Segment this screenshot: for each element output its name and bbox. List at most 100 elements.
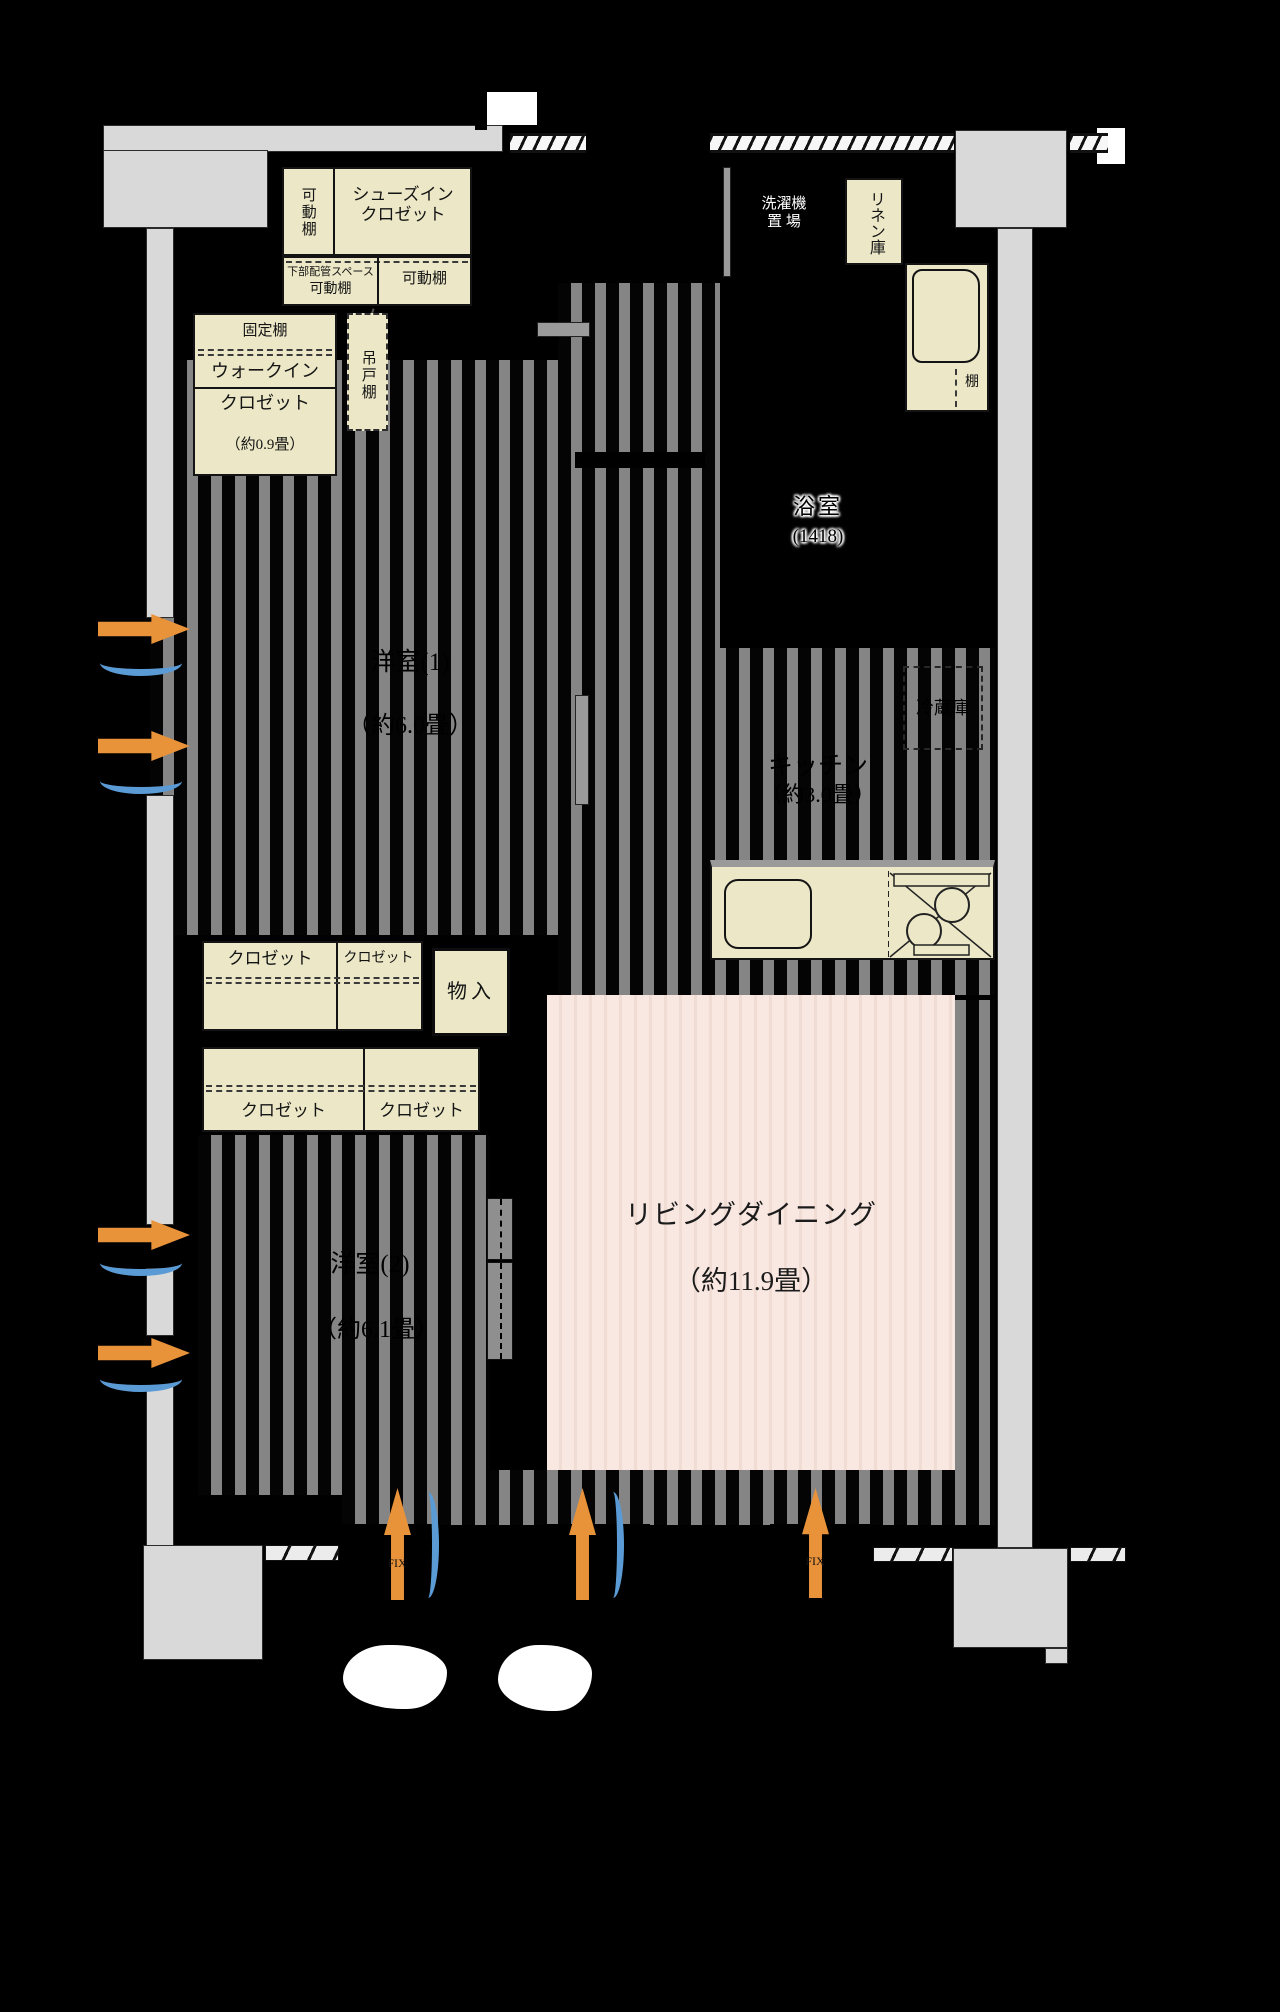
floor-living-dining bbox=[547, 995, 955, 1470]
hatched-wall bbox=[710, 133, 954, 153]
closet-shelf-dash bbox=[206, 977, 419, 984]
floor-bedroom2 bbox=[198, 1135, 490, 1495]
window-sill-line bbox=[545, 1534, 650, 1539]
pipe-space-label: 下部配管スペース 可動棚 bbox=[284, 265, 377, 300]
kitchen-label: キッチン bbox=[767, 753, 868, 780]
storage-label: 物入 bbox=[447, 981, 495, 1003]
fridge-label: 冷蔵庫 bbox=[916, 698, 970, 718]
linen-storage-label: リネン庫 bbox=[866, 191, 884, 255]
storage-box: 物入 bbox=[432, 948, 510, 1036]
window-sill-line bbox=[545, 1524, 650, 1529]
laundry-place-label: 洗濯機 置 場 bbox=[746, 196, 822, 231]
balcony-wall-foot bbox=[1045, 1648, 1068, 1664]
hanging-cupboard-box: 吊戸棚 bbox=[347, 313, 388, 431]
closet-row-upper: クロゼット クロゼット bbox=[202, 941, 423, 1031]
shoe-in-closet-label-line1: シューズイン bbox=[352, 185, 454, 204]
closet-label: クロゼット bbox=[379, 1101, 464, 1120]
fix-window-label: FIX bbox=[387, 1556, 407, 1570]
window-swing-blue-icon bbox=[100, 1366, 182, 1392]
fixed-shelf-dash bbox=[198, 349, 332, 356]
pipe-space-line1: 下部配管スペース bbox=[287, 266, 374, 278]
outer-wall-top-right-block bbox=[955, 130, 1067, 228]
living-dining-label: リビングダイニング bbox=[625, 1200, 877, 1230]
balcony-wall-bottom-right bbox=[953, 1548, 1068, 1648]
laundry-line1: 洗濯機 bbox=[761, 196, 807, 212]
kitchen-size-label: （約3.0畳） bbox=[760, 782, 876, 807]
fix-window-label: FIX bbox=[805, 1554, 825, 1568]
bedroom1-size-label: （約6.0畳） bbox=[347, 713, 473, 739]
fixed-shelf-label: 固定棚 bbox=[242, 323, 288, 339]
floor-hallway bbox=[558, 283, 720, 653]
kitchen-door-bar bbox=[575, 695, 589, 805]
wic-line bbox=[195, 387, 335, 389]
outer-wall-right-column bbox=[997, 228, 1033, 1548]
outer-wall-top-left-block bbox=[103, 150, 268, 228]
outer-wall-left-2 bbox=[146, 795, 174, 1225]
hanging-cupboard-label: 吊戸棚 bbox=[359, 349, 376, 401]
window-swing-blue-icon bbox=[417, 1492, 439, 1598]
balcony-object bbox=[343, 1645, 447, 1709]
sliding-door-lower bbox=[487, 1262, 513, 1360]
floor-window-strip bbox=[342, 1470, 960, 1525]
shoe-in-closet-box: 可動棚 シューズイン クロゼット bbox=[282, 167, 472, 256]
balcony-partition-board bbox=[1070, 1547, 1126, 1562]
bath-shelf-dash bbox=[955, 369, 957, 407]
wic-name-line2: クロゼット bbox=[220, 393, 310, 413]
window-swing-blue-icon bbox=[100, 768, 182, 794]
outer-wall-left-4 bbox=[146, 1386, 174, 1546]
outer-wall-left-3 bbox=[146, 1268, 174, 1336]
washroom-threshold bbox=[575, 452, 705, 468]
closet-shelf-dash bbox=[206, 1085, 476, 1092]
outer-wall-top-left-band bbox=[103, 125, 503, 152]
bath-shelf-label: 棚 bbox=[965, 375, 979, 390]
kitchen-counter bbox=[710, 860, 995, 960]
balcony-object bbox=[498, 1645, 592, 1711]
living-dining-size-label: （約11.9畳） bbox=[673, 1266, 829, 1296]
window-swing-blue-icon bbox=[100, 650, 182, 676]
balcony-partition-board bbox=[265, 1545, 339, 1561]
window-swing-blue-icon bbox=[100, 1250, 182, 1276]
closet-label: クロゼット bbox=[241, 1101, 326, 1120]
bath-wall-bar bbox=[723, 167, 731, 277]
closet-row-lower: クロゼット クロゼット bbox=[202, 1047, 480, 1132]
lower-box-divider bbox=[377, 258, 379, 304]
window-marker-orange-icon bbox=[98, 1220, 190, 1250]
bedroom2-label: 洋室(2) bbox=[330, 1251, 410, 1278]
bathroom-size-label: (1418) bbox=[792, 526, 844, 547]
shoe-in-closet-label-line2: クロゼット bbox=[360, 205, 446, 225]
wic-size-label: （約0.9畳） bbox=[225, 437, 305, 453]
bathtub-icon bbox=[912, 269, 980, 363]
entry-porch bbox=[487, 92, 537, 125]
outer-wall-left-1 bbox=[146, 228, 174, 618]
hatched-wall bbox=[510, 133, 586, 153]
window-marker-orange-icon bbox=[98, 1338, 190, 1368]
kitchen-sink-icon bbox=[724, 879, 812, 949]
hatched-wall bbox=[1070, 133, 1108, 153]
bathroom-label: 浴室 bbox=[792, 494, 843, 519]
shoe-closet-divider bbox=[333, 169, 335, 254]
bedroom1-label: 洋室(1) bbox=[370, 649, 450, 676]
walk-in-closet-box: 固定棚 ウォークイン クロゼット （約0.9畳） bbox=[193, 313, 337, 476]
window-swing-blue-icon bbox=[602, 1492, 624, 1598]
hall-door-bar bbox=[537, 322, 590, 337]
bedroom2-size-label: （約6.1畳） bbox=[313, 1317, 439, 1343]
linen-storage-box: リネン庫 bbox=[845, 178, 903, 265]
closet-label: クロゼット bbox=[343, 951, 414, 966]
closet-divider bbox=[363, 1049, 365, 1130]
movable-shelf-label: 可動棚 bbox=[401, 271, 447, 287]
balcony-partition-board bbox=[873, 1547, 953, 1562]
closet-divider bbox=[336, 943, 338, 1029]
sliding-door-upper bbox=[487, 1198, 513, 1260]
laundry-line2: 置 場 bbox=[767, 213, 801, 230]
entry-doorpost bbox=[475, 90, 487, 130]
shoe-closet-side-shelf-label: 可動棚 bbox=[299, 186, 316, 238]
closet-label: クロゼット bbox=[227, 949, 313, 968]
wic-name-line1: ウォークイン bbox=[211, 361, 319, 381]
bathtub-box: 棚 bbox=[905, 263, 989, 412]
shoe-in-closet-label: シューズイン クロゼット bbox=[336, 185, 470, 225]
window-sill-line bbox=[337, 1534, 442, 1539]
shoe-closet-lower-box: 下部配管スペース 可動棚 可動棚 bbox=[282, 256, 472, 306]
pipe-space-line2: 可動棚 bbox=[309, 282, 352, 298]
stove-icon bbox=[888, 871, 992, 959]
